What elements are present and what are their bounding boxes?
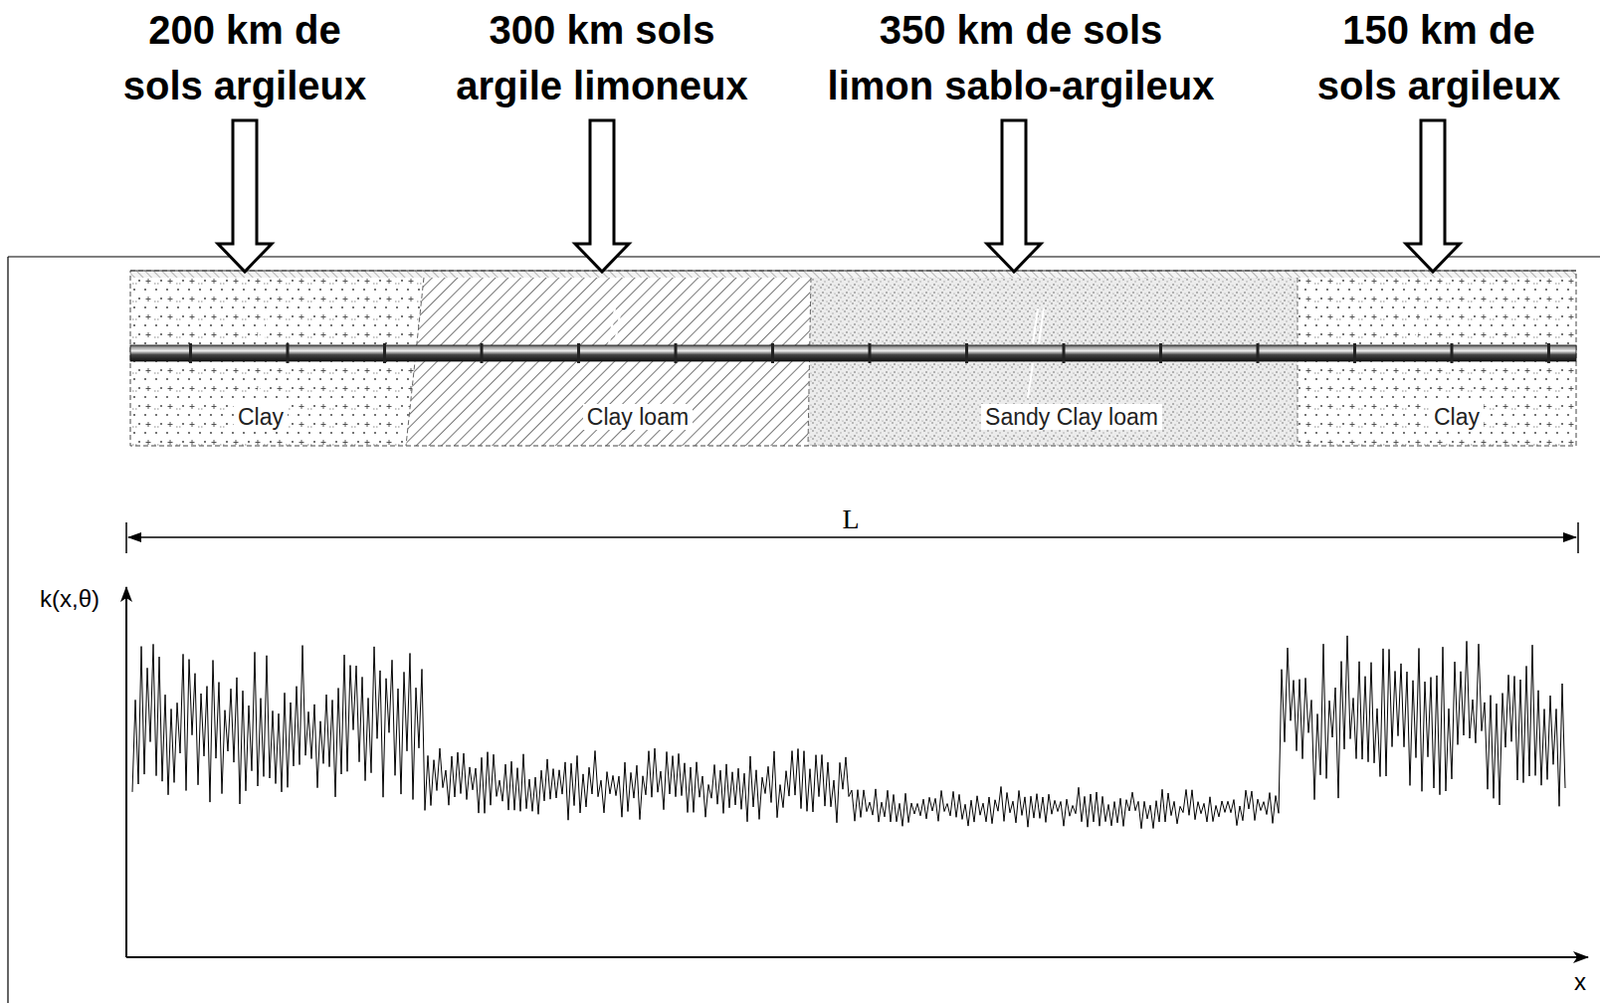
pipeline <box>130 345 1577 362</box>
pipe-joints <box>189 343 1551 364</box>
pipe-joint <box>383 343 387 364</box>
pipe-joint <box>965 343 969 364</box>
soil-zone: Clay <box>1297 276 1577 446</box>
frame-line <box>7 256 1600 1003</box>
pipe-joint <box>868 343 872 364</box>
pointer-arrow <box>987 120 1041 272</box>
pipe-joint <box>189 343 193 364</box>
pointer-arrows <box>217 120 1460 272</box>
pipe-joint <box>1159 343 1163 364</box>
soil-zone: Sandy Clay loam <box>810 276 1298 446</box>
zone-label: Sandy Clay loam <box>981 403 1163 430</box>
pipe-joint <box>1450 343 1454 364</box>
chart-axes <box>126 587 1589 958</box>
pipe-joint <box>1547 343 1551 364</box>
soil-length-label: 300 km sols argile limoneux <box>454 1 750 114</box>
pipe-joint <box>286 343 290 364</box>
soil-length-label: 350 km de sols limon sablo-argileux <box>825 1 1216 114</box>
pipe-joint <box>577 343 581 364</box>
zone-label: Clay loam <box>583 403 693 430</box>
pipe-joint <box>1256 343 1260 364</box>
fracture-mark <box>256 308 1423 399</box>
signal-curve <box>132 635 1566 829</box>
section-outline <box>130 270 1577 446</box>
zone-label: Clay <box>233 403 288 430</box>
pointer-arrow <box>1405 120 1460 272</box>
pipe-joint <box>771 343 775 364</box>
soil-length-label: 200 km de sols argileux <box>121 1 369 114</box>
pipe-joint <box>674 343 678 364</box>
zone-boundary <box>405 277 1298 446</box>
zone-label: Clay <box>1429 403 1484 430</box>
dimension-label: L <box>838 502 862 537</box>
pointer-arrow <box>217 120 272 272</box>
pipe-joint <box>1062 343 1066 364</box>
pipe-joint <box>1353 343 1357 364</box>
axis-label: k(x,θ) <box>36 584 103 613</box>
pointer-arrow <box>575 120 629 272</box>
soil-zone: Clay loam <box>423 276 811 446</box>
axis-label: x <box>1571 967 1590 997</box>
pipe-joint <box>480 343 484 364</box>
soil-section <box>130 270 1577 446</box>
surface-layer <box>130 270 1577 278</box>
soil-zone: Clay <box>130 276 424 446</box>
soil-length-label: 150 km de sols argileux <box>1315 1 1563 114</box>
